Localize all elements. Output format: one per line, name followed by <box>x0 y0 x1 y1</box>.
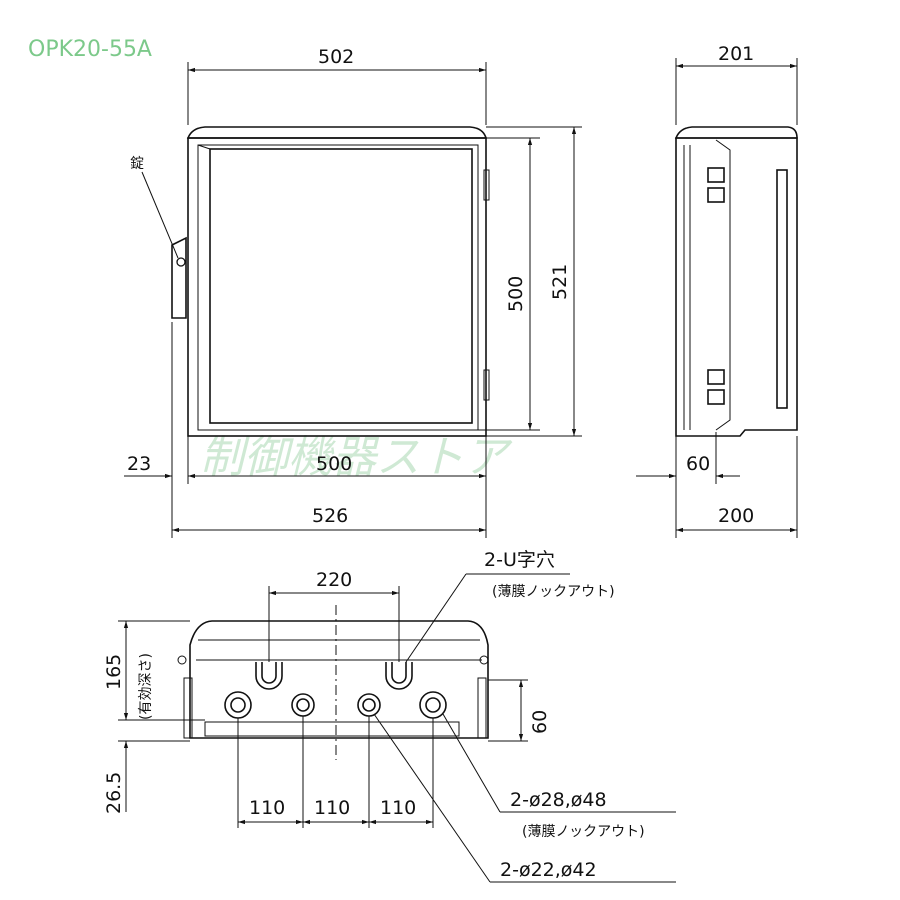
dim-width-top: 502 <box>318 46 354 68</box>
lock-handle <box>171 236 187 319</box>
dim-depth-effective-note: (有効深さ) <box>138 653 154 720</box>
latch-4 <box>707 389 725 405</box>
hole-small-left <box>291 693 315 717</box>
dim-flange: 26.5 <box>103 772 125 814</box>
watermark: 制御機器ストア <box>200 432 513 483</box>
front-door <box>197 144 479 431</box>
bottom-view: 220 2-U字穴 (薄膜ノックアウト) 165 (有効深さ) 26.5 60 … <box>103 549 676 883</box>
u-hole-label: 2-U字穴 <box>484 549 555 571</box>
hole-large-left <box>224 691 252 719</box>
model-label: OPK20-55A <box>28 37 152 62</box>
dim-height-inner: 500 <box>505 276 527 312</box>
dim-depth-top: 201 <box>718 43 754 65</box>
knockout-label-1: (薄膜ノックアウト) <box>492 584 615 600</box>
hinge-bottom <box>483 369 490 401</box>
side-view: 201 60 200 <box>636 43 798 538</box>
dim-depth-offset: 60 <box>686 453 710 475</box>
hole-large-right <box>419 691 447 719</box>
latch-1 <box>707 167 725 183</box>
front-view: 錠 502 500 521 23 500 526 <box>124 46 582 538</box>
dim-pitch-3: 110 <box>380 797 416 819</box>
dim-height-outer: 521 <box>549 264 571 300</box>
side-body <box>675 137 798 437</box>
latch-2 <box>707 187 725 203</box>
bottom-body <box>189 620 489 739</box>
hole-small-label: 2-ø22,ø42 <box>500 859 597 881</box>
hole-large-label: 2-ø28,ø48 <box>510 789 607 811</box>
dim-width-inner: 500 <box>316 453 352 475</box>
lock-label: 錠 <box>130 156 144 172</box>
side-top-cap <box>674 126 798 139</box>
front-window <box>209 148 473 424</box>
knockout-label-2: (薄膜ノックアウト) <box>522 824 645 840</box>
dim-pitch-2: 110 <box>314 797 350 819</box>
u-hole-left <box>255 662 283 690</box>
lock-keyhole-icon <box>176 257 186 267</box>
dim-pitch-1: 110 <box>249 797 285 819</box>
dim-depth-effective: 165 <box>103 654 125 690</box>
side-door-edge <box>683 145 691 430</box>
u-hole-right <box>385 662 413 690</box>
dim-offset-left: 23 <box>127 453 151 475</box>
side-back-panel <box>715 139 731 431</box>
front-top-cap <box>186 126 488 139</box>
dim-u-spacing: 220 <box>316 569 352 591</box>
side-slot <box>776 169 788 409</box>
dim-hole-row-offset: 60 <box>529 710 551 734</box>
dim-width-outer: 526 <box>312 505 348 527</box>
hinge-top <box>483 169 490 201</box>
front-body <box>187 137 487 437</box>
latch-3 <box>707 369 725 385</box>
hole-small-right <box>357 693 381 717</box>
dim-depth-bottom: 200 <box>718 505 754 527</box>
